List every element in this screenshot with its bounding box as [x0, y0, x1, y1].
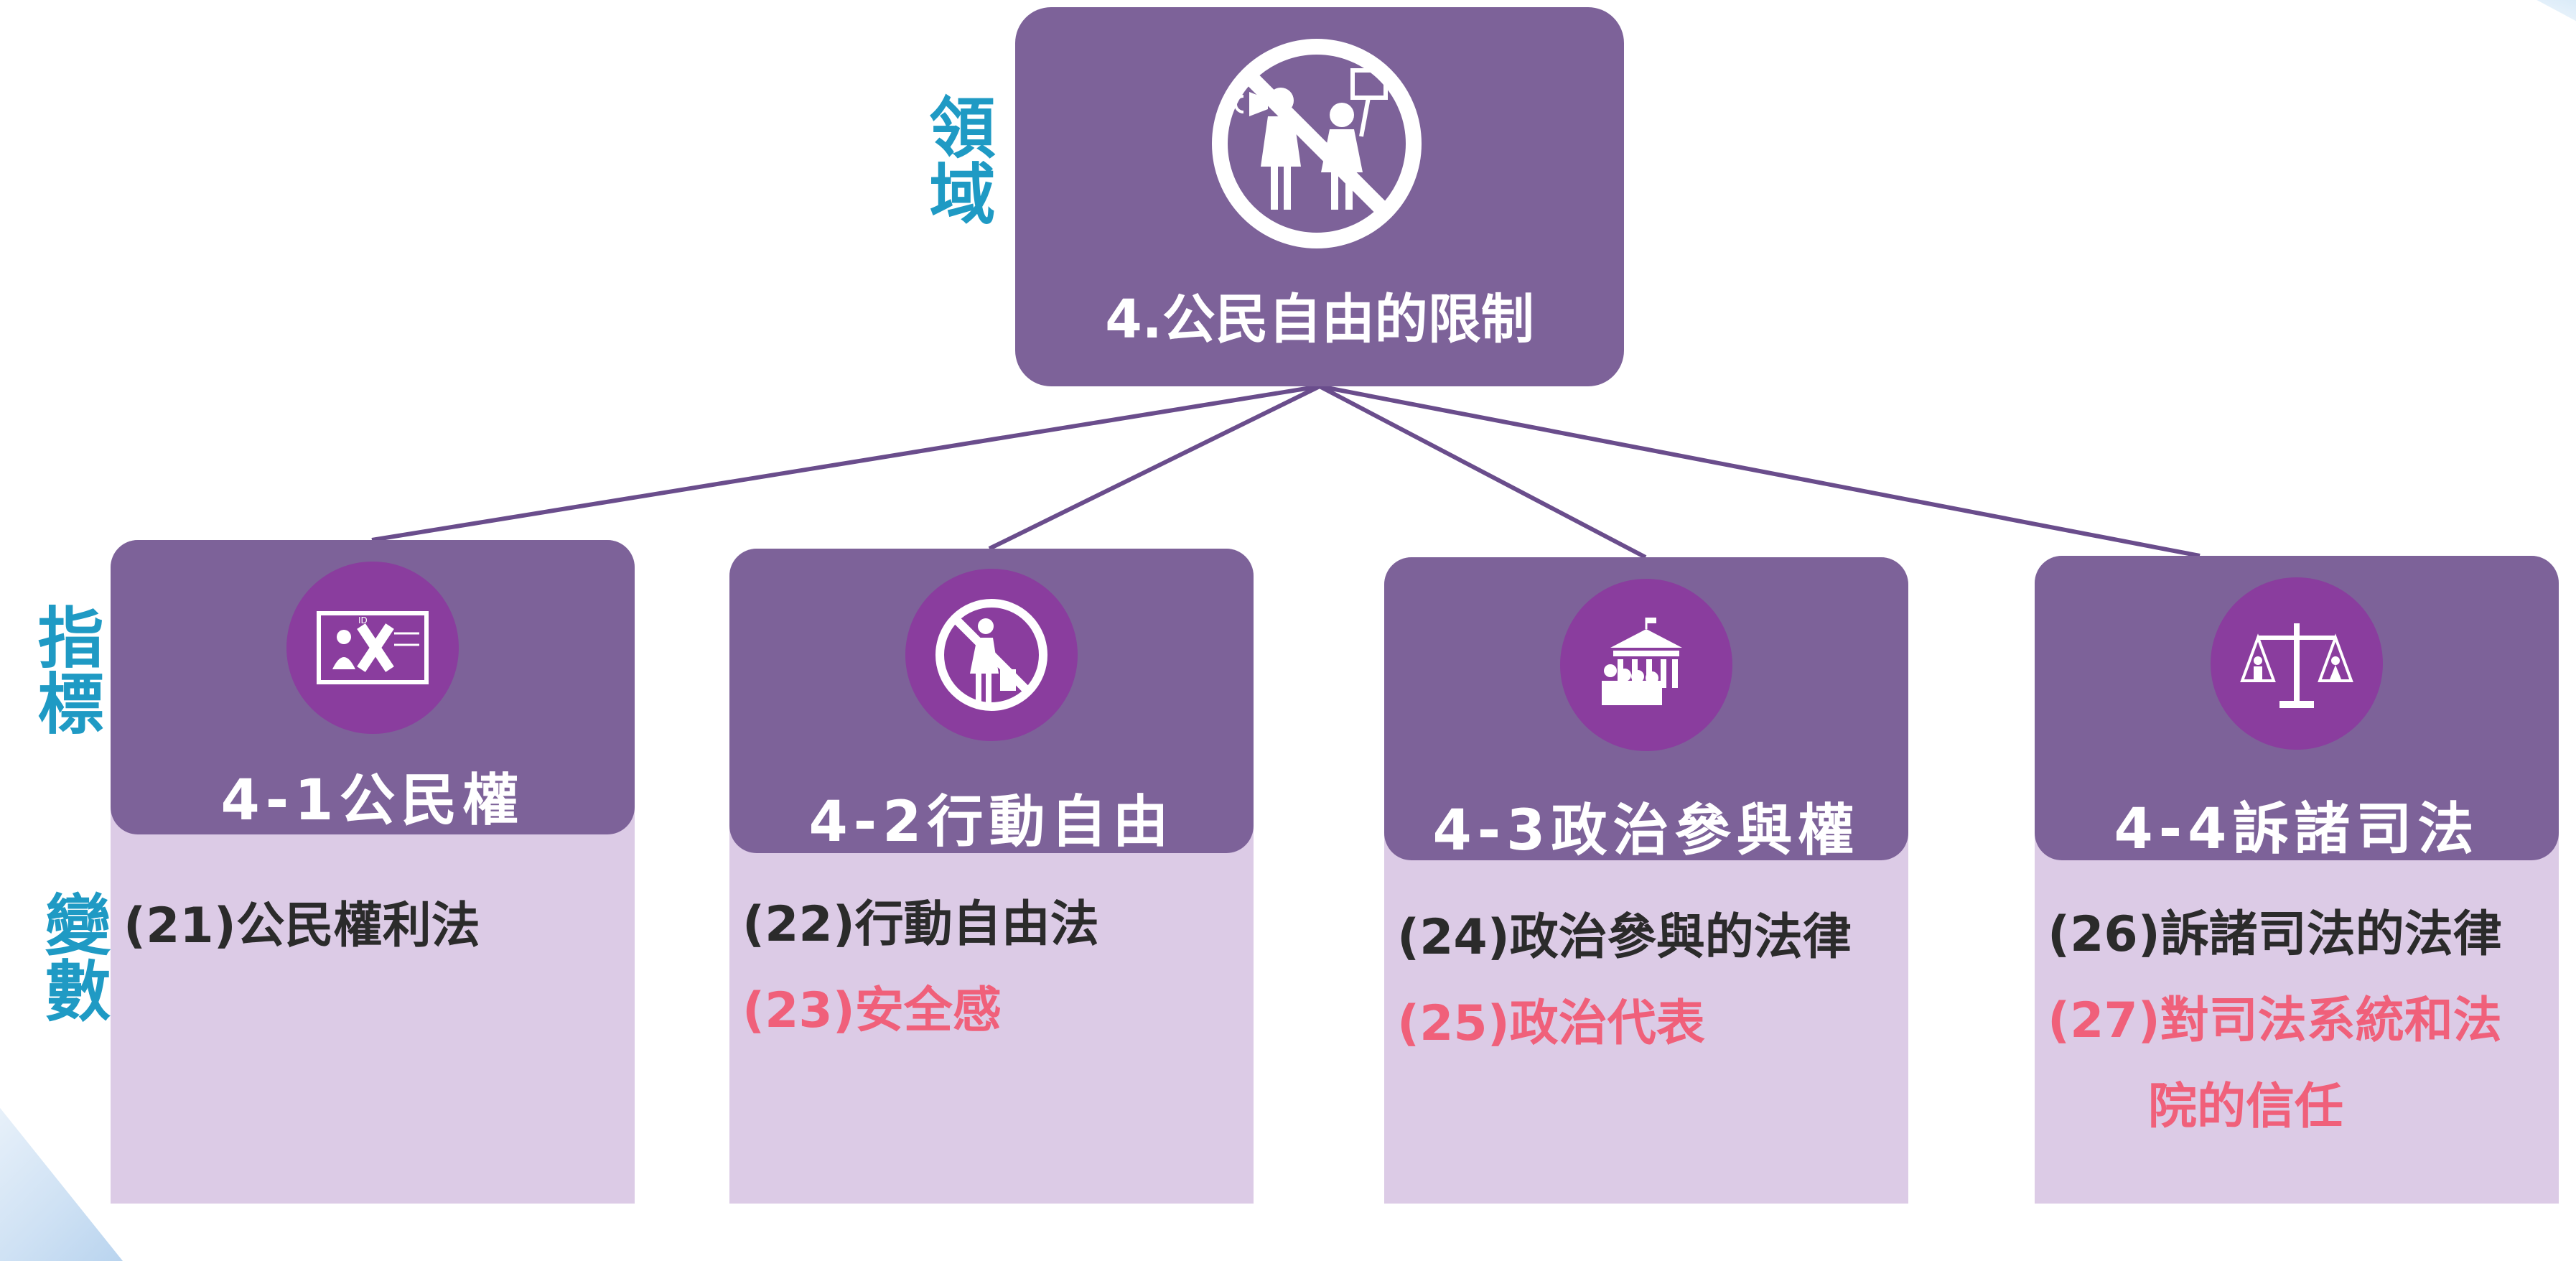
- variable-item: (26)訴諸司法的法律: [2048, 906, 2502, 963]
- id-card-no-icon: ID: [286, 562, 459, 734]
- indicator-card-4-4: 4-4訴諸司法 (26)訴諸司法的法律 (27)對司法系統和法 院的信任: [2035, 556, 2559, 1204]
- indicator-header-4-3: 4-3政治參與權: [1384, 557, 1908, 863]
- domain-title: 4.公民自由的限制: [1105, 289, 1534, 350]
- indicator-title-4-3: 4-3政治參與權: [1432, 799, 1860, 863]
- variable-list-4-3: (24)政治參與的法律 (25)政治代表: [1397, 895, 1901, 1067]
- indicator-card-4-3: 4-3政治參與權 (24)政治參與的法律 (25)政治代表: [1384, 557, 1908, 1204]
- variable-item: (22)行動自由法: [742, 896, 1099, 953]
- variable-item: (23)安全感: [742, 982, 1002, 1039]
- no-protest-icon: [1212, 39, 1422, 248]
- variable-list-4-1: (21)公民權利法: [123, 883, 627, 969]
- connector-line-4-2: [988, 384, 1321, 551]
- connector-line-4-3: [1318, 384, 1647, 559]
- indicator-card-4-1: ID 4-1公民權 (21)公民權利法: [111, 540, 635, 1204]
- variable-list-4-2: (22)行動自由法 (23)安全感: [742, 882, 1246, 1054]
- variable-side-label: 變數: [34, 890, 111, 1023]
- variable-item: (27)對司法系統和法: [2048, 992, 2502, 1049]
- connector-line-4-4: [1319, 384, 2201, 558]
- indicator-title-4-4: 4-4訴諸司法: [2114, 797, 2480, 862]
- indicator-header-4-1: ID 4-1公民權: [111, 540, 635, 834]
- connector-lines: [371, 384, 2201, 559]
- variable-item: 院的信任: [2148, 1079, 2344, 1135]
- indicator-side-label: 指標: [27, 603, 103, 735]
- indicator-header-4-4: 4-4訴諸司法: [2035, 556, 2559, 862]
- connector-line-4-1: [371, 384, 1320, 542]
- variable-item: (21)公民權利法: [123, 898, 480, 954]
- parliament-crowd-icon: [1560, 579, 1732, 751]
- indicator-title-4-2: 4-2行動自由: [808, 790, 1175, 855]
- indicator-header-4-2: 4-2行動自由: [729, 549, 1254, 855]
- domain-side-label: 領域: [918, 93, 995, 225]
- indicator-title-4-1: 4-1公民權: [220, 768, 525, 833]
- indicator-card-4-2: 4-2行動自由 (22)行動自由法 (23)安全感: [729, 549, 1254, 1204]
- no-travel-icon: [905, 569, 1078, 741]
- id-card-label: ID: [358, 615, 368, 625]
- variable-item: (24)政治參與的法律: [1397, 909, 1852, 966]
- justice-scale-icon: [2211, 577, 2383, 750]
- variable-list-4-4: (26)訴諸司法的法律 (27)對司法系統和法 院的信任: [2048, 892, 2552, 1150]
- variable-item: (25)政治代表: [1397, 995, 1705, 1052]
- domain-box: 4.公民自由的限制: [1015, 7, 1624, 386]
